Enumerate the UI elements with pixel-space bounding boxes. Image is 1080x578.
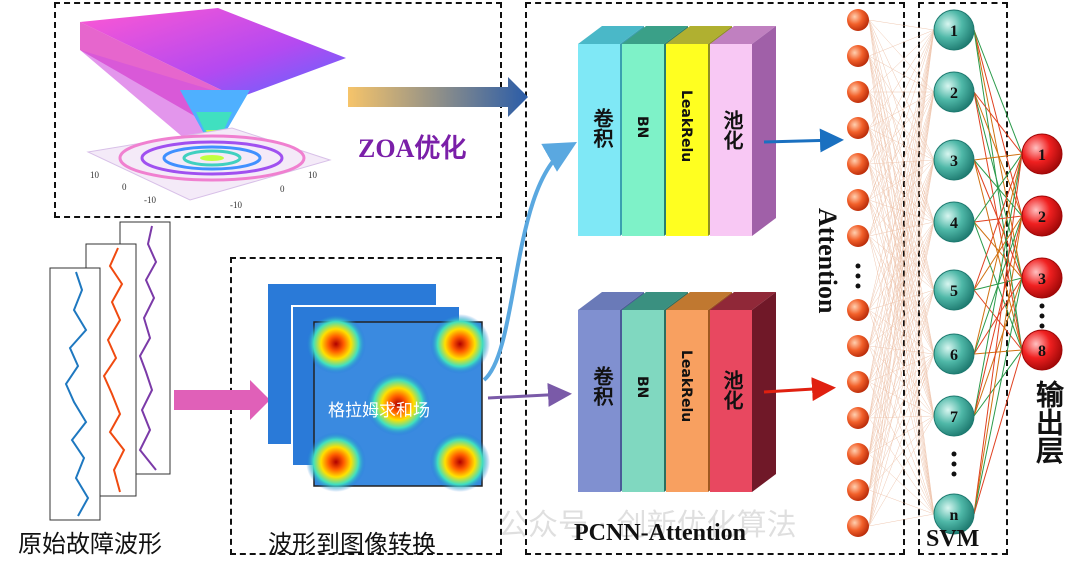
pink-arrow	[174, 380, 270, 420]
attention-ellipsis	[855, 263, 861, 289]
svm-ellipsis	[951, 451, 957, 477]
svm-node-label: n	[950, 507, 959, 524]
attention-node	[847, 407, 869, 429]
cnn-label-pool-top: 池化	[720, 110, 744, 150]
svm-node-label: 2	[950, 85, 958, 102]
svg-text:-10: -10	[230, 200, 242, 210]
cnn-block-top	[578, 26, 776, 236]
attention-nodes	[847, 9, 869, 537]
output-node	[1021, 329, 1063, 371]
zoa-label: ZOA优化	[358, 134, 467, 163]
attention-label: Attention	[813, 208, 842, 314]
attention-node	[847, 371, 869, 393]
attention-node	[847, 81, 869, 103]
output-node-label: 2	[1038, 209, 1046, 226]
cnn-block-bottom	[578, 292, 776, 492]
cnn-label-conv-top: 卷积	[590, 108, 614, 148]
cnn-label-bn-top: BN	[634, 116, 650, 139]
output-node	[1021, 257, 1063, 299]
attention-node	[847, 515, 869, 537]
attention-node	[847, 299, 869, 321]
arrow-bottom	[487, 382, 572, 407]
attention-node	[847, 443, 869, 465]
raw-waveform-label: 原始故障波形	[18, 530, 162, 558]
output-ellipsis	[1039, 303, 1045, 329]
svm-node	[933, 493, 975, 535]
cnn-label-leakrelu-bottom: LeakRelu	[678, 350, 694, 423]
arrow-top-to-attention	[763, 128, 844, 153]
svg-text:10: 10	[308, 170, 318, 180]
cnn-label-leakrelu-top: LeakRelu	[678, 90, 694, 163]
attention-node	[847, 9, 869, 31]
cnn-label-pool-bottom: 池化	[720, 370, 744, 410]
svm-node	[933, 9, 975, 51]
svg-text:-10: -10	[144, 195, 156, 205]
attention-node	[847, 45, 869, 67]
gaf-label: 格拉姆求和场	[328, 401, 430, 421]
svm-node-label: 6	[950, 347, 958, 364]
attention-node	[847, 335, 869, 357]
attention-node	[847, 117, 869, 139]
svm-output-connections	[973, 29, 1023, 515]
output-layer-label: 输出层	[1032, 380, 1065, 464]
cnn-label-conv-bottom: 卷积	[590, 366, 614, 406]
attention-node	[847, 225, 869, 247]
raw-waveform-panels	[49, 221, 171, 521]
wave-to-image-label: 波形到图像转换	[268, 530, 436, 558]
svm-node	[933, 201, 975, 243]
svm-node-label: 5	[950, 283, 958, 300]
svm-node	[933, 333, 975, 375]
svm-node	[933, 395, 975, 437]
pcnn-label: PCNN-Attention	[574, 520, 746, 546]
svg-text:0: 0	[280, 184, 285, 194]
output-node	[1021, 195, 1063, 237]
svm-nodes: 1 2 3 4 5 6 7 n	[933, 9, 975, 535]
surface-plot: 10 0 -10 10 0 -10	[80, 8, 346, 210]
attention-node	[847, 189, 869, 211]
svm-node	[933, 139, 975, 181]
svm-node-label: 3	[950, 153, 958, 170]
output-node	[1021, 133, 1063, 175]
zoa-box	[54, 2, 502, 218]
output-node-label: 1	[1038, 147, 1046, 164]
svm-node-label: 7	[950, 409, 958, 426]
svm-node-label: 4	[950, 215, 958, 232]
svm-node	[933, 71, 975, 113]
output-nodes: 1 2 3 8	[1021, 133, 1063, 371]
svm-node-label: 1	[950, 23, 958, 40]
svg-text:0: 0	[122, 182, 127, 192]
output-node-label: 8	[1038, 343, 1046, 360]
svg-text:10: 10	[90, 170, 100, 180]
cnn-label-bn-bottom: BN	[634, 376, 650, 399]
svm-node	[933, 269, 975, 311]
arrow-bottom-to-attention	[763, 377, 836, 402]
attention-node	[847, 153, 869, 175]
output-node-label: 3	[1038, 271, 1046, 288]
gaf-images	[268, 284, 490, 492]
svm-label: SVM	[926, 526, 980, 552]
watermark: 公众号 · 创新优化算法	[498, 508, 797, 543]
zoa-arrow	[348, 77, 528, 117]
attention-connections	[868, 19, 935, 527]
attention-node	[847, 479, 869, 501]
curve-arrow-top	[482, 142, 577, 382]
